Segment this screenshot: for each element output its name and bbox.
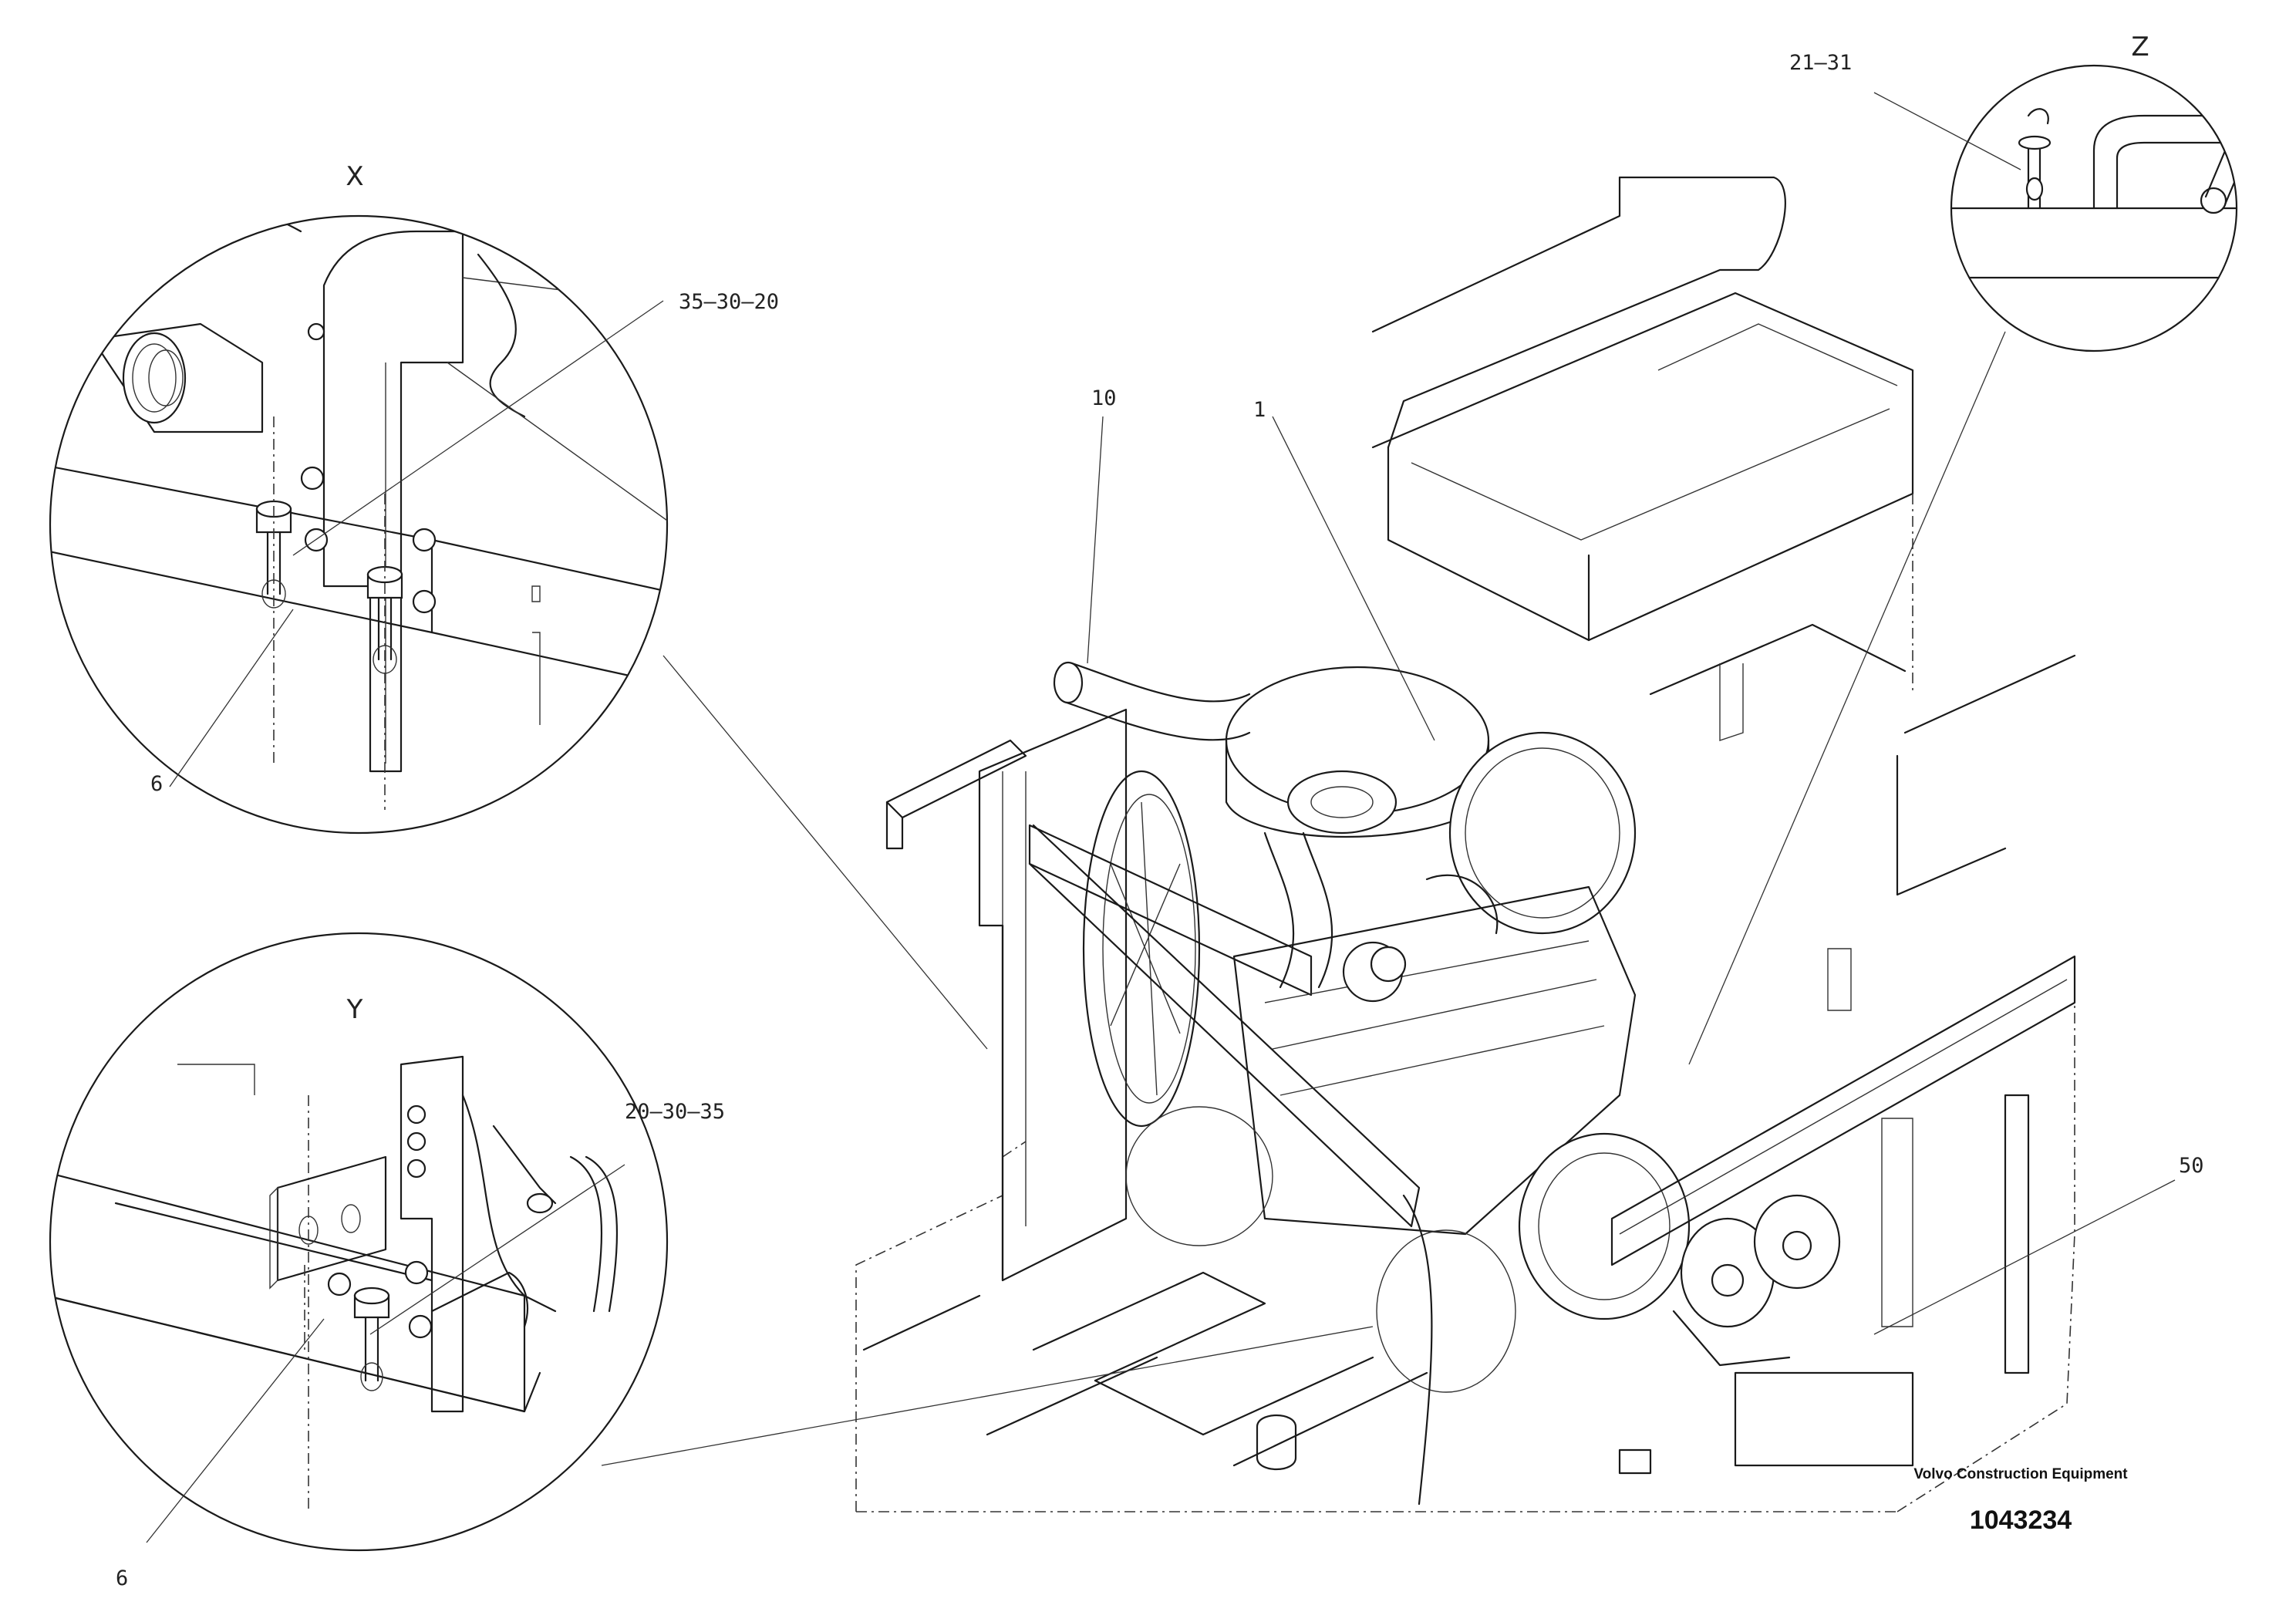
pump-assembly xyxy=(1518,1132,1841,1367)
engine xyxy=(1232,874,1637,1236)
callout-6-y: 6 xyxy=(116,1566,128,1590)
callout-50: 50 xyxy=(2179,1154,2204,1178)
air-filter xyxy=(1225,666,1637,935)
bolt-head-y-1 xyxy=(353,1286,390,1391)
leader-lines xyxy=(146,92,2176,1543)
view-label-x: X xyxy=(346,161,363,192)
detail-view-y xyxy=(49,932,669,1552)
drawing-number: 1043234 xyxy=(1969,1506,2072,1535)
detail-view-z xyxy=(1950,64,2238,352)
main-assembly xyxy=(855,176,2076,1512)
callout-10: 10 xyxy=(1091,386,1117,410)
callout-6-x: 6 xyxy=(150,772,163,796)
callout-20-30-35: 20–30–35 xyxy=(625,1100,725,1124)
brand-name: Volvo Construction Equipment xyxy=(1913,1466,2128,1482)
detail-view-x xyxy=(49,214,669,835)
callout-1: 1 xyxy=(1253,398,1266,422)
view-label-y: Y xyxy=(346,994,363,1025)
callout-21-31: 21–31 xyxy=(1789,51,1852,75)
view-label-z: Z xyxy=(2131,32,2149,62)
callout-35-30-20: 35–30–20 xyxy=(679,290,779,314)
